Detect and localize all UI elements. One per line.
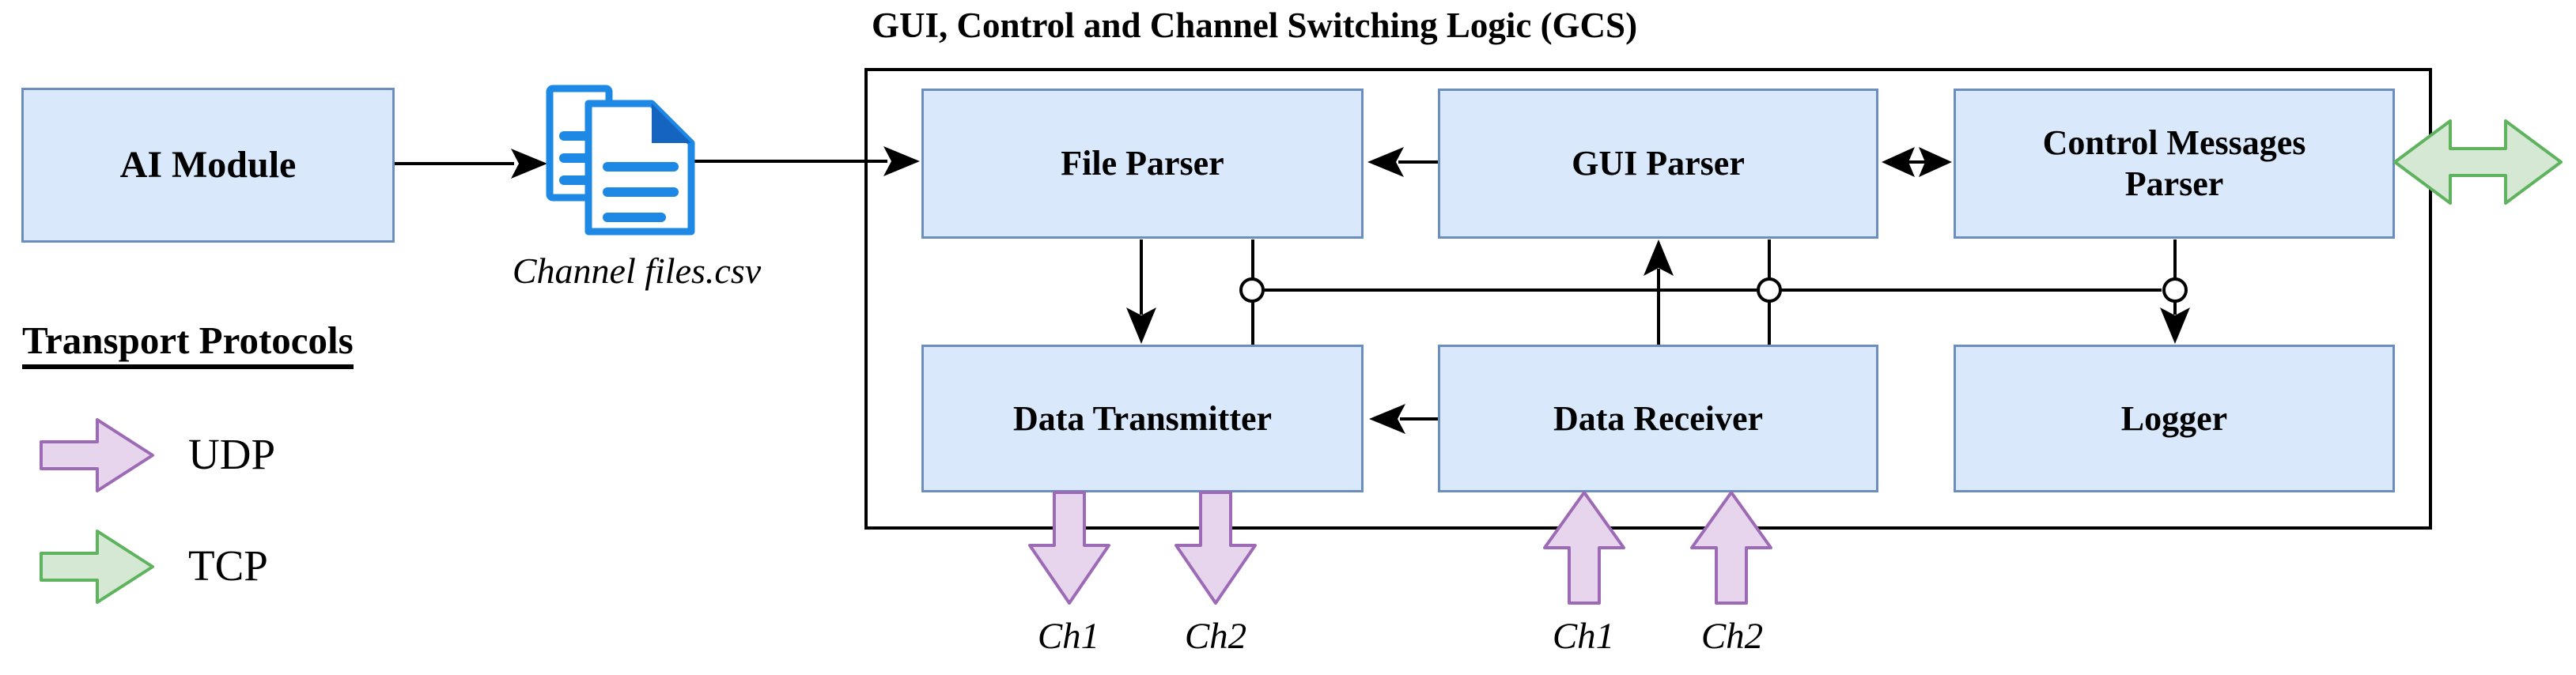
tx-ch1-label: Ch1 [1037,616,1100,657]
legend-tcp-arrow-icon [40,530,154,604]
file-parser-label: File Parser [1061,144,1224,183]
box-file-parser: File Parser [921,89,1364,239]
tx-ch2-label: Ch2 [1184,616,1247,657]
box-data-transmitter: Data Transmitter [921,345,1364,492]
document-fold-icon [652,104,691,143]
box-gui-parser: GUI Parser [1438,89,1878,239]
arrowhead-right-icon [511,149,547,179]
legend-udp-label: UDP [188,430,276,478]
csv-files-icon [546,85,695,236]
data-transmitter-label: Data Transmitter [1012,398,1273,438]
channel-files-caption: Channel files.csv [512,251,762,291]
legend-heading: Transport Protocols [22,318,354,369]
logger-label: Logger [2120,398,2228,438]
box-control-messages-parser: Control Messages Parser [1954,89,2395,239]
ai-module-label: AI Module [119,143,297,186]
rx-ch2-label: Ch2 [1700,616,1764,657]
gui-parser-label: GUI Parser [1572,144,1745,183]
back-document-icon [546,85,613,202]
front-document-icon [584,100,695,236]
gcs-container-frame [864,68,2432,530]
arrow-ai-to-files [395,149,547,179]
box-logger: Logger [1954,345,2395,492]
control-messages-parser-label: Control Messages Parser [2042,123,2306,203]
rx-ch1-label: Ch1 [1552,616,1615,657]
gcs-title: GUI, Control and Channel Switching Logic… [872,6,1638,45]
legend-udp-arrow-icon [40,418,154,492]
data-receiver-label: Data Receiver [1553,398,1764,438]
box-data-receiver: Data Receiver [1438,345,1878,492]
box-ai-module: AI Module [21,88,395,243]
legend-tcp-label: TCP [188,541,268,590]
